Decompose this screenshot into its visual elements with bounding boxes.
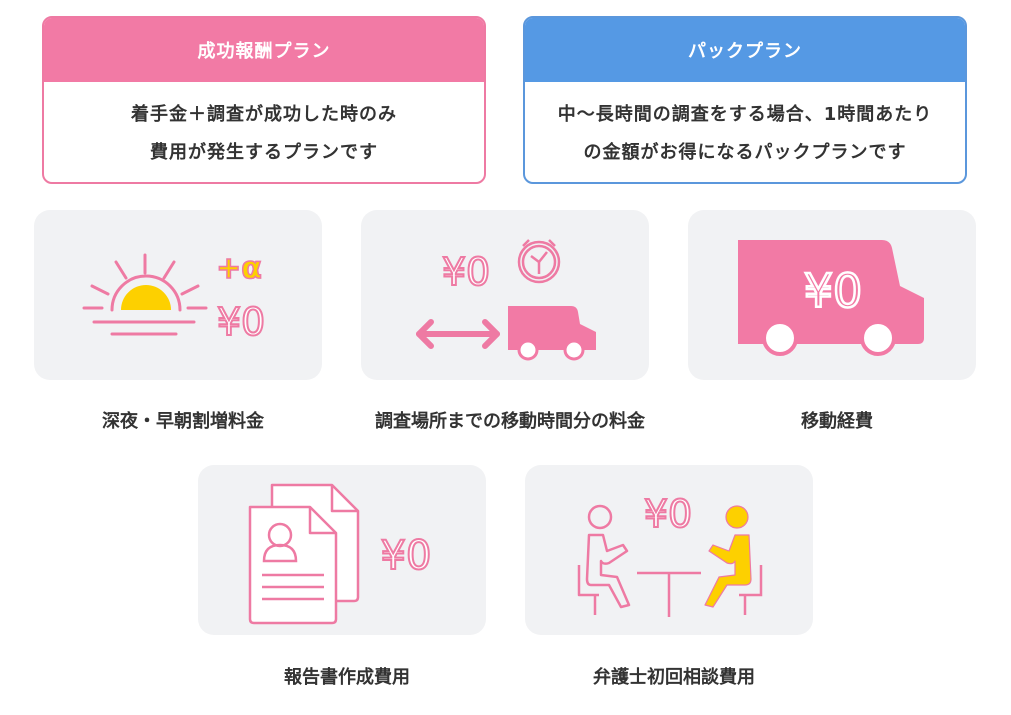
documents-icon: ¥0 bbox=[248, 483, 432, 625]
feature-caption: 深夜・早朝割増料金 bbox=[102, 411, 264, 432]
alarm-clock-icon bbox=[517, 239, 561, 284]
plan-description: 中〜長時間の調査をする場合、1時間あたり の金額がお得になるパックプランです bbox=[525, 82, 965, 182]
price-zero: ¥0 bbox=[644, 492, 692, 536]
price-zero: ¥0 bbox=[381, 533, 432, 579]
plan-description: 着手金＋調査が成功した時のみ 費用が発生するプランです bbox=[44, 82, 484, 182]
pack-plan-card: パックプラン 中〜長時間の調査をする場合、1時間あたり の金額がお得になるパック… bbox=[523, 16, 967, 184]
sunrise-icon: +α ¥0 bbox=[82, 250, 266, 345]
truck-travel-time-icon: ¥0 bbox=[416, 239, 596, 361]
feature-tile-late-night: +α ¥0 bbox=[34, 210, 322, 380]
feature-tile-lawyer-consultation: ¥0 bbox=[525, 465, 813, 635]
plan-description-line: 費用が発生するプランです bbox=[150, 142, 378, 163]
price-zero: ¥0 bbox=[804, 264, 863, 318]
consultation-icon: ¥0 bbox=[577, 491, 763, 617]
plan-description-line: 中〜長時間の調査をする場合、1時間あたり bbox=[557, 104, 933, 125]
person-right-icon bbox=[704, 505, 752, 608]
truck-icon: ¥0 bbox=[738, 240, 924, 356]
plus-alpha-badge: +α bbox=[216, 251, 262, 286]
feature-caption: 報告書作成費用 bbox=[284, 667, 410, 688]
plan-title: 成功報酬プラン bbox=[44, 18, 484, 82]
price-zero: ¥0 bbox=[217, 300, 265, 344]
success-fee-plan-card: 成功報酬プラン 着手金＋調査が成功した時のみ 費用が発生するプランです bbox=[42, 16, 486, 184]
plan-description-line: 着手金＋調査が成功した時のみ bbox=[131, 104, 397, 125]
price-zero: ¥0 bbox=[442, 250, 490, 294]
feature-caption: 弁護士初回相談費用 bbox=[593, 667, 755, 688]
feature-tile-report: ¥0 bbox=[198, 465, 486, 635]
feature-tile-travel-time: ¥0 bbox=[361, 210, 649, 380]
feature-caption: 調査場所までの移動時間分の料金 bbox=[375, 411, 645, 432]
double-arrow-icon bbox=[416, 319, 500, 349]
plan-title: パックプラン bbox=[525, 18, 965, 82]
plan-description-line: の金額がお得になるパックプランです bbox=[583, 142, 907, 163]
feature-caption: 移動経費 bbox=[801, 411, 873, 432]
feature-tile-travel-expenses: ¥0 bbox=[688, 210, 976, 380]
person-left-icon bbox=[577, 504, 631, 615]
